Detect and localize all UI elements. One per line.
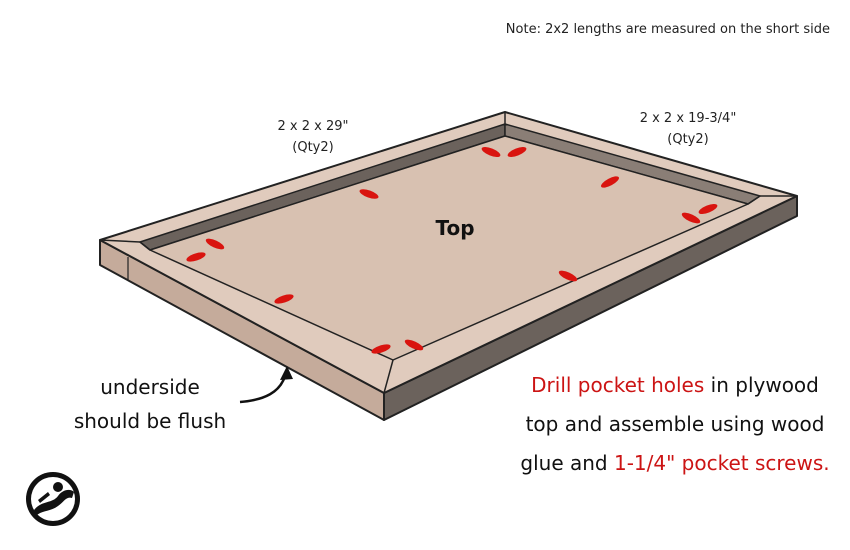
pocket-hole [698, 203, 718, 215]
frame-joint-line [99, 239, 141, 243]
instruction-body: in plywood top and assemble using wood g… [520, 373, 825, 475]
pocket-hole [681, 212, 701, 224]
underside-line-2: should be flush [73, 409, 227, 433]
underside-line-1: underside [100, 375, 200, 399]
instruction-screws-highlight: 1-1/4" pocket screws. [613, 451, 830, 475]
frame-joint-line [139, 241, 151, 251]
pocket-hole [481, 146, 501, 158]
measurement-note: Note: 2x2 lengths are measured on the sh… [505, 22, 830, 37]
woodworker-logo-icon [26, 472, 80, 526]
pocket-hole [507, 146, 527, 158]
short-rail-dimension-label: 2 x 2 x 19-3/4" (Qty2) [618, 108, 758, 150]
long-rail-size: 2 x 2 x 29" [277, 119, 349, 134]
assembly-instructions: Drill pocket holes in plywood top and as… [520, 366, 830, 483]
pocket-hole [601, 176, 619, 188]
short-rail-size: 2 x 2 x 19-3/4" [639, 111, 737, 126]
frame-joint-line [383, 359, 394, 394]
top-panel-label: Top [435, 216, 475, 240]
frame-joint-line [747, 195, 761, 205]
long-rail-quantity: (Qty2) [292, 140, 334, 155]
underside-callout: underside should be flush [50, 370, 250, 438]
long-rail-dimension-label: 2 x 2 x 29" (Qty2) [258, 116, 368, 158]
pocket-hole [274, 294, 294, 304]
pocket-hole [404, 339, 424, 351]
pocket-hole [558, 270, 578, 282]
pocket-holes [186, 146, 718, 354]
short-rail-quantity: (Qty2) [667, 132, 709, 147]
pocket-hole [205, 238, 225, 250]
pocket-hole [359, 189, 379, 199]
curved-arrow-icon [239, 366, 293, 404]
pocket-hole [186, 252, 206, 262]
instruction-drill-highlight: Drill pocket holes [531, 373, 705, 397]
pocket-hole [371, 344, 391, 354]
